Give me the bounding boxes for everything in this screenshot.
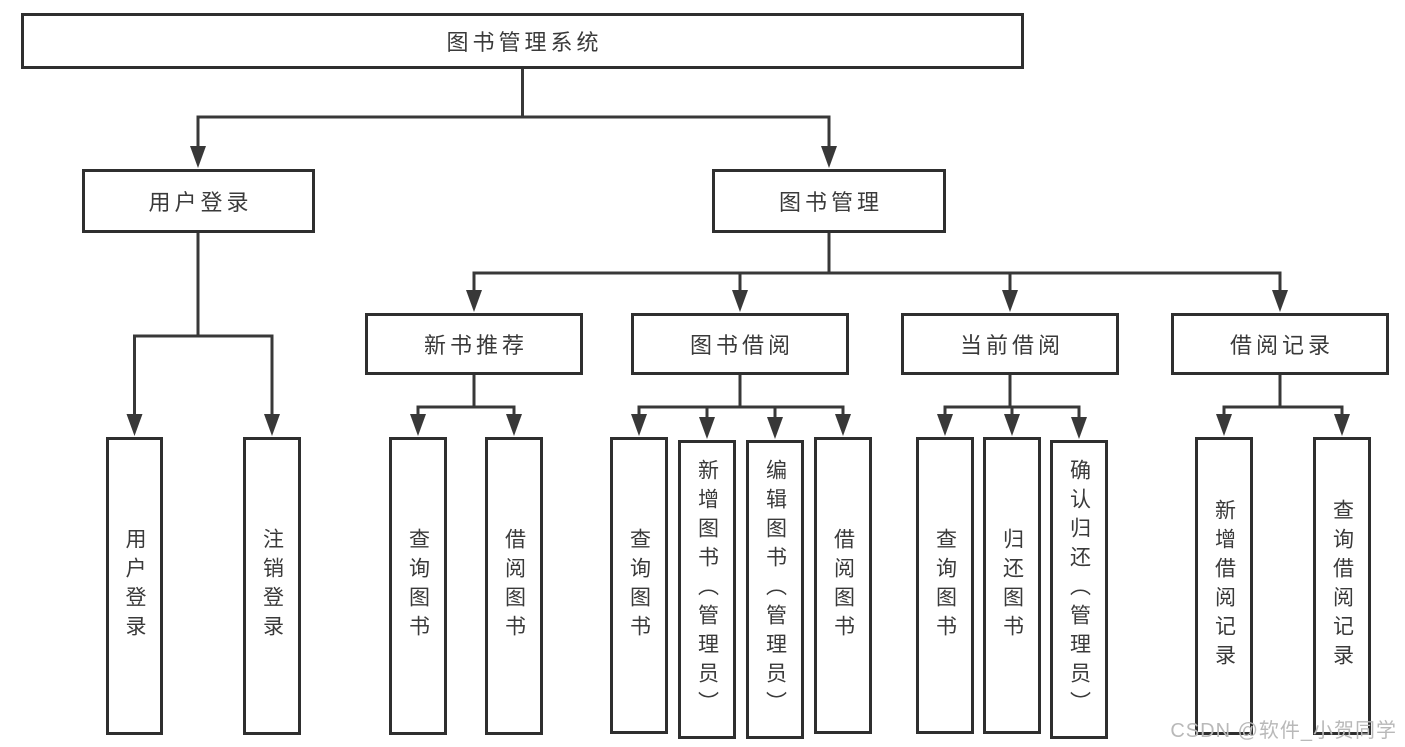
leaf-label: 查询图书	[627, 527, 651, 644]
leaf-label: 归还图书	[1000, 527, 1024, 644]
leaf-label: 用户登录	[123, 528, 146, 644]
node-current-borrow: 当前借阅	[901, 313, 1119, 375]
connector-records-to-leaves	[1216, 373, 1350, 436]
leaf-label: 查询图书	[406, 528, 430, 644]
connector-book-mgmt-to-level3	[466, 231, 1288, 312]
connector-borrow-to-leaves	[631, 373, 851, 439]
leaf-label: 查询图书	[933, 527, 957, 644]
leaf-label: 确认归还（管理员）	[1067, 459, 1091, 720]
connector-root-to-level2	[190, 69, 837, 168]
leaf-label: 新增图书（管理员）	[695, 459, 719, 720]
node-user-login: 用户登录	[82, 169, 315, 233]
node-root: 图书管理系统	[21, 13, 1024, 69]
leaf-user-login: 用户登录	[106, 437, 163, 735]
leaf-records-add-record: 新增借阅记录	[1195, 437, 1253, 735]
node-borrow-records: 借阅记录	[1171, 313, 1389, 375]
node-book-management: 图书管理	[712, 169, 946, 233]
connector-recommend-to-leaves	[410, 373, 522, 436]
leaf-current-confirm-return-admin: 确认归还（管理员）	[1050, 440, 1108, 739]
leaf-borrow-add-books-admin: 新增图书（管理员）	[678, 440, 736, 739]
leaf-label: 注销登录	[260, 528, 284, 644]
leaf-label: 借阅图书	[831, 527, 855, 644]
leaf-borrow-edit-books-admin: 编辑图书（管理员）	[746, 440, 804, 739]
connector-current-to-leaves	[937, 373, 1087, 439]
leaf-current-query-books: 查询图书	[916, 437, 974, 734]
leaf-label: 新增借阅记录	[1212, 499, 1236, 673]
leaf-borrow-query-books: 查询图书	[610, 437, 668, 734]
node-book-borrow: 图书借阅	[631, 313, 849, 375]
leaf-recommend-borrow-books: 借阅图书	[485, 437, 543, 735]
node-new-book-recommend: 新书推荐	[365, 313, 583, 375]
leaf-recommend-query-books: 查询图书	[389, 437, 447, 735]
connector-user-login-to-leaves	[126, 231, 280, 436]
leaf-current-return-books: 归还图书	[983, 437, 1041, 734]
leaf-records-query-record: 查询借阅记录	[1313, 437, 1371, 735]
csdn-watermark: CSDN @软件_小贺同学	[1170, 720, 1397, 742]
leaf-label: 编辑图书（管理员）	[763, 459, 787, 720]
leaf-label: 借阅图书	[502, 528, 526, 644]
leaf-logout-login: 注销登录	[243, 437, 301, 735]
leaf-label: 查询借阅记录	[1330, 499, 1354, 673]
leaf-borrow-borrow-books: 借阅图书	[814, 437, 872, 734]
